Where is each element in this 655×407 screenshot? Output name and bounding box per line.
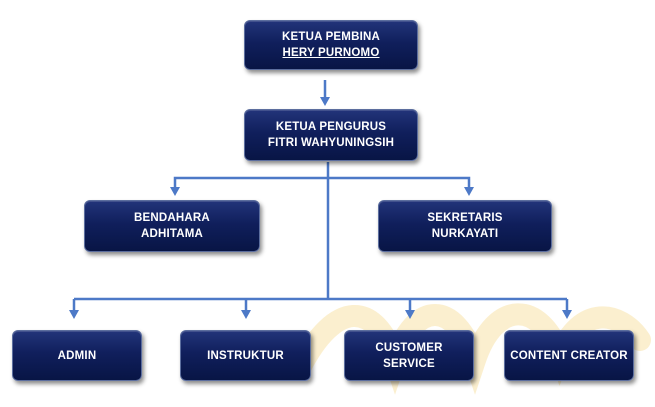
division-customer-service-label: CUSTOMER SERVICE [375, 341, 443, 370]
ketua-pembina-box: KETUA PEMBINA HERY PURNOMO [244, 20, 418, 70]
division-content-creator-label: CONTENT CREATOR [510, 349, 628, 362]
division-admin-box: ADMIN [12, 330, 142, 381]
ketua-pengurus-role: KETUA PENGURUS [275, 121, 387, 133]
division-content-creator-box: CONTENT CREATOR [504, 330, 634, 381]
watermark-shape [289, 303, 651, 395]
arrowhead-content-creator [562, 310, 572, 319]
bendahara-box: BENDAHARA ADHITAMA [84, 200, 260, 252]
division-instruktur-box: INSTRUKTUR [180, 330, 311, 381]
arrowhead-sekretaris [464, 187, 474, 196]
bendahara-role: BENDAHARA [134, 212, 210, 224]
arrowhead-bendahara [170, 187, 180, 196]
ketua-pengurus-box: KETUA PENGURUS FITRI WAHYUNINGSIH [244, 109, 418, 161]
bendahara-name: ADHITAMA [140, 228, 204, 240]
connector-sekretaris [328, 176, 471, 188]
sekretaris-role: SEKRETARIS [427, 212, 503, 224]
sekretaris-name: NURKAYATI [431, 228, 499, 240]
ketua-pembina-role: KETUA PEMBINA [281, 31, 380, 43]
arrowhead-customer-service [405, 310, 415, 319]
arrowhead-instruktur [241, 310, 251, 319]
division-instruktur-label: INSTRUKTUR [207, 349, 284, 362]
connector-bendahara [173, 176, 328, 188]
ketua-pembina-name: HERY PURNOMO [282, 47, 380, 59]
division-admin-label: ADMIN [57, 349, 97, 362]
arrowhead-admin [69, 310, 79, 319]
arrowhead-pengurus [320, 97, 330, 106]
ketua-pengurus-name: FITRI WAHYUNINGSIH [267, 137, 395, 149]
division-customer-service-box: CUSTOMER SERVICE [344, 330, 474, 381]
sekretaris-box: SEKRETARIS NURKAYATI [378, 200, 552, 252]
